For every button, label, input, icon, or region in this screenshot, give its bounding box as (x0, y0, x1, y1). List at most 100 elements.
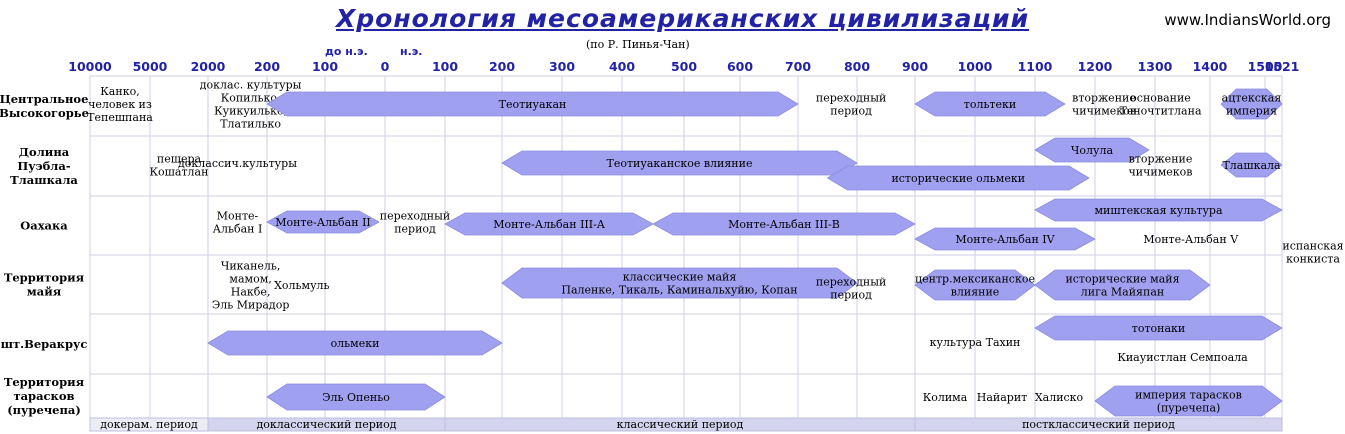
period-bar (1220, 152, 1283, 178)
row-label: Оахака (20, 219, 68, 233)
note-text-line: вторжение (1129, 153, 1193, 166)
note-text: Монте-Альбан V (1143, 233, 1239, 246)
row-label-line: Территория (4, 375, 85, 389)
chart-title: Хронология месоамериканских цивилизаций (336, 4, 1030, 33)
tick-label: 5000 (133, 59, 168, 74)
bar-label: ольмеки (331, 337, 380, 350)
period-bar (501, 267, 858, 299)
note-text-line: Куикуилько, (214, 105, 287, 118)
period-bar (207, 330, 503, 356)
period-band (914, 417, 1283, 432)
note-text-line: чичимеков (1072, 105, 1136, 118)
tick-label: 800 (844, 59, 870, 74)
note-text-line: переходный (380, 210, 450, 223)
bar-label-line: классические майя (623, 271, 737, 284)
period-bar (826, 165, 1090, 191)
tick-label: 600 (727, 59, 753, 74)
tick-label: 100 (312, 59, 338, 74)
tick-label: 200 (489, 59, 515, 74)
period-bar (914, 91, 1066, 117)
tick-label: 10000 (68, 59, 112, 74)
bar-label-line: Монте-Альбан III-B (728, 218, 840, 231)
bar-label-line: исторические майя (1065, 273, 1179, 286)
era-ad-label: н.э. (400, 45, 423, 58)
period-bar (501, 150, 858, 176)
note-text-line: Найарит (977, 391, 1028, 404)
note-text-line: доклассич.культуры (178, 157, 297, 170)
bar-label-line: лига Майяпан (1081, 286, 1164, 299)
bar-label-line: Тлашкала (1222, 159, 1281, 172)
bar-label-line: империя тарасков (1135, 389, 1242, 402)
note-text-line: Халиско (1035, 391, 1084, 404)
bar-label-line: влияние (951, 286, 1000, 299)
note-text: доклассич.культуры (178, 157, 297, 170)
bar-label-line: исторические ольмеки (891, 172, 1025, 185)
note-text-line: Альбан I (213, 223, 263, 236)
tick-label: 200 (254, 59, 280, 74)
period-label: доклассический период (256, 418, 396, 431)
note-text: Киауистлан Семпоала (1117, 351, 1248, 364)
tick-label: 1400 (1193, 59, 1228, 74)
period-bar (266, 210, 380, 234)
note-text: Найарит (977, 391, 1028, 404)
tick-label: 1100 (1018, 59, 1053, 74)
tick-label: 1300 (1138, 59, 1173, 74)
tick-label: 900 (902, 59, 928, 74)
note-text-line: Теночтитлана (1119, 105, 1201, 118)
tick-label: 500 (671, 59, 697, 74)
bar-label: Эль Опеньо (322, 391, 390, 404)
bar-label-line: миштекская культура (1094, 204, 1223, 217)
row-label-line: Территория (4, 271, 85, 285)
row-label-line: шт.Веракрус (1, 337, 88, 351)
tick-label: 0 (381, 59, 390, 74)
row-label-line: (пуречепа) (7, 403, 81, 417)
bar-label-line: центр.мексиканское (915, 273, 1035, 286)
tick-label: 1521 (1265, 59, 1300, 74)
tick-label: 1000 (958, 59, 993, 74)
bar-label-line: Чолула (1071, 144, 1114, 157)
note-text-line: чичимеков (1129, 166, 1193, 179)
bar-label: Чолула (1071, 144, 1114, 157)
bar-label: Монте-Альбан III-A (493, 218, 606, 231)
tick-label: 700 (785, 59, 811, 74)
bar-label: тотонаки (1132, 322, 1186, 335)
tick-label: 1500 (1248, 59, 1283, 74)
bar-label: Теотиуакан (499, 98, 567, 111)
period-bar (1034, 198, 1283, 222)
bar-label-line: Эль Опеньо (322, 391, 390, 404)
period-label: постклассический период (1022, 418, 1175, 431)
bar-label: Монте-Альбан II (275, 216, 371, 229)
row-label-line: Долина (19, 145, 70, 159)
bar-label: исторические ольмеки (891, 172, 1025, 185)
bar-label-line: ацтекская (1222, 92, 1282, 105)
note-text: Хольмуль (274, 279, 329, 292)
period-bar (1034, 269, 1211, 301)
bar-label-line: тотонаки (1132, 322, 1186, 335)
bar-label-line: Паленке, Тикаль, Каминальхуйю, Копан (561, 284, 797, 297)
bar-label-line: Монте-Альбан II (275, 216, 371, 229)
conquest-note-line: испанская (1282, 240, 1343, 253)
tick-label: 1200 (1078, 59, 1113, 74)
bar-label-line: ольмеки (331, 337, 380, 350)
note-text-line: человек из (88, 98, 152, 111)
tick-label: 100 (432, 59, 458, 74)
bar-label-line: Монте-Альбан IV (955, 233, 1055, 246)
bar-label-line: Теотиуакан (499, 98, 567, 111)
row-label-line: тарасков (13, 389, 74, 403)
row-label-line: Оахака (20, 219, 68, 233)
note-text-line: Чиканель, (221, 260, 281, 273)
period-bar (1034, 315, 1283, 341)
bar-label-line: Монте-Альбан III-A (493, 218, 606, 231)
note-text-line: доклас. культуры (200, 79, 302, 92)
note-text-line: переходный (816, 276, 886, 289)
bar-label-line: тольтеки (964, 98, 1017, 111)
period-bar (266, 91, 799, 117)
